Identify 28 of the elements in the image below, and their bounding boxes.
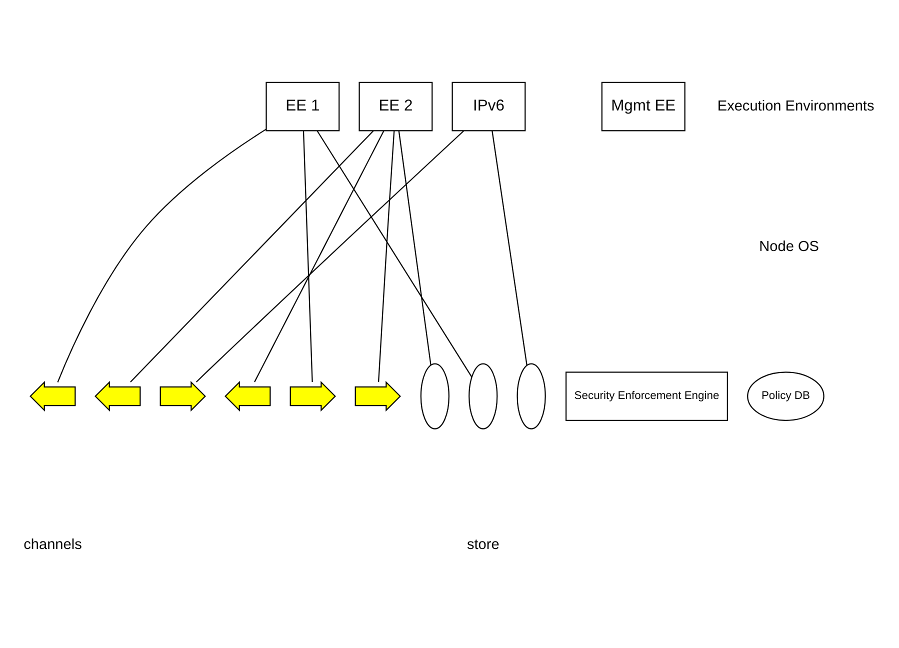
node-box: IPv6 (452, 82, 526, 132)
node-arrow (94, 380, 141, 412)
node-ellipse (420, 363, 450, 430)
node-arrow (224, 380, 271, 412)
label: Execution Environments (717, 98, 874, 114)
connector (130, 130, 374, 382)
label: Node OS (759, 239, 820, 256)
connector (57, 128, 266, 382)
node-arrow (290, 380, 336, 412)
connector (316, 130, 472, 378)
label: store (466, 537, 500, 554)
label: channels (24, 537, 82, 554)
connector (492, 130, 528, 366)
node-box: Mgmt EE (601, 82, 686, 132)
node-box: Security Enforcement Engine (566, 372, 728, 421)
connector (302, 130, 313, 382)
node-ellipse (468, 363, 498, 430)
node-box: EE 1 (266, 82, 340, 132)
connector (254, 130, 384, 382)
node-ellipse: Policy DB (747, 372, 824, 421)
node-arrow (354, 380, 401, 412)
node-arrow (160, 380, 206, 412)
connector (378, 130, 395, 382)
node-ellipse (516, 363, 546, 430)
connector (398, 130, 432, 365)
node-box: EE 2 (358, 82, 433, 132)
connector (196, 130, 464, 382)
node-arrow (30, 380, 76, 412)
